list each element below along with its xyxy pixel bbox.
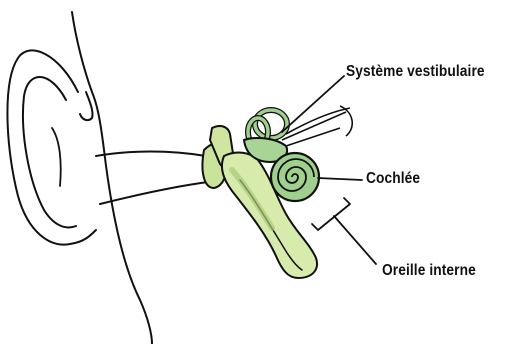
ear-canal-bottom xyxy=(100,182,208,204)
leader-inner-ear xyxy=(334,216,376,264)
nerve-line-2 xyxy=(286,128,340,146)
semicircular-canal-1-fill xyxy=(255,110,287,138)
label-vestibular-system: Système vestibulaire xyxy=(346,63,485,81)
head-outline xyxy=(72,12,152,344)
label-inner-ear: Oreille interne xyxy=(382,262,476,280)
nerve-line-1 xyxy=(282,112,346,140)
pinna-inner-fold xyxy=(23,77,76,227)
tragus xyxy=(80,92,93,120)
pinna-outline xyxy=(7,50,96,244)
bracket-inner-ear xyxy=(312,198,350,230)
leader-cochlea xyxy=(318,178,362,180)
ear-canal-top xyxy=(96,152,206,157)
leader-vestibular xyxy=(282,76,344,132)
nerve-upper-curve xyxy=(286,108,350,134)
lobe-line xyxy=(52,128,61,186)
label-cochlea: Cochlée xyxy=(366,170,420,188)
